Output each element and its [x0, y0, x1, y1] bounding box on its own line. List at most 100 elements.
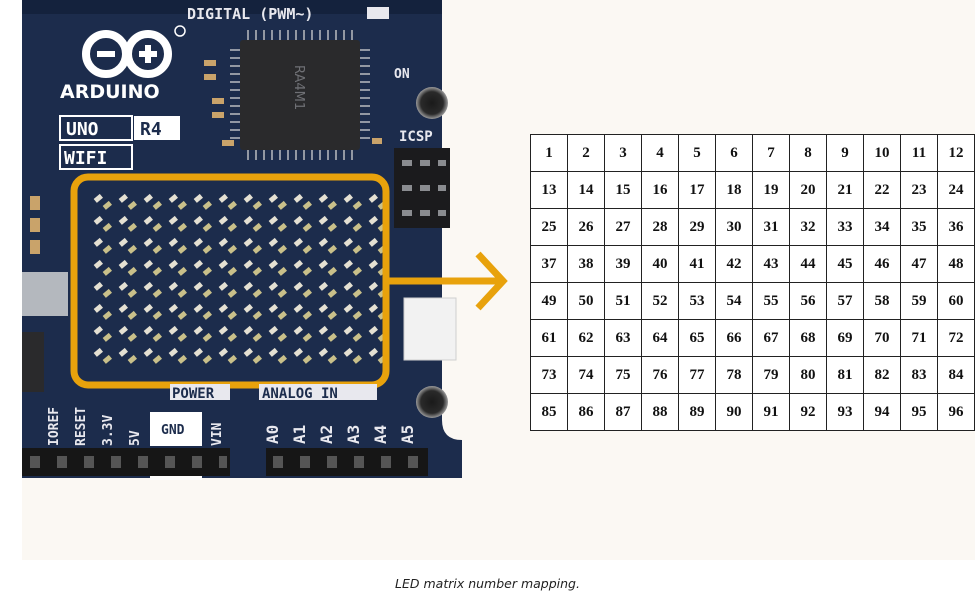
table-cell: 28	[641, 208, 679, 246]
table-cell: 35	[900, 208, 938, 246]
led	[118, 303, 137, 320]
table-cell: 40	[641, 245, 679, 283]
arduino-board-illustration: DIGITAL (PWM~) ARDUINO UNO R4 WIFI	[22, 0, 508, 480]
led	[168, 237, 187, 254]
table-cell: 54	[715, 282, 753, 320]
led	[243, 281, 262, 298]
led	[93, 281, 112, 298]
table-cell: 14	[567, 171, 605, 209]
led	[143, 281, 162, 298]
table-cell: 94	[863, 393, 901, 431]
table-cell: 18	[715, 171, 753, 209]
led	[293, 237, 312, 254]
table-cell: 63	[604, 319, 642, 357]
table-cell: 48	[937, 245, 975, 283]
table-cell: 4	[641, 134, 679, 172]
table-cell: 83	[900, 356, 938, 394]
table-cell: 80	[789, 356, 827, 394]
led	[318, 347, 337, 364]
led	[343, 215, 362, 232]
table-cell: 51	[604, 282, 642, 320]
led	[168, 325, 187, 342]
pin-label-a5: A5	[398, 425, 417, 444]
table-cell: 1	[530, 134, 568, 172]
led	[293, 303, 312, 320]
led	[243, 325, 262, 342]
table-cell: 30	[715, 208, 753, 246]
led	[118, 347, 137, 364]
table-cell: 96	[937, 393, 975, 431]
table-cell: 42	[715, 245, 753, 283]
table-cell: 20	[789, 171, 827, 209]
brand-label: ARDUINO	[60, 81, 160, 103]
led	[268, 303, 287, 320]
table-cell: 91	[752, 393, 790, 431]
led	[268, 259, 287, 276]
table-cell: 86	[567, 393, 605, 431]
qwiic-connector	[403, 297, 457, 361]
pin-label-ioref: IOREF	[47, 407, 62, 446]
led	[268, 281, 287, 298]
table-cell: 55	[752, 282, 790, 320]
pin-label-a4: A4	[371, 425, 390, 444]
digital-header-label: DIGITAL (PWM~)	[187, 5, 313, 23]
led	[293, 215, 312, 232]
led	[93, 325, 112, 342]
icsp-header	[394, 148, 450, 228]
led	[193, 303, 212, 320]
table-cell: 72	[937, 319, 975, 357]
led	[293, 325, 312, 342]
led	[93, 347, 112, 364]
table-cell: 37	[530, 245, 568, 283]
mounting-hole	[416, 87, 448, 119]
table-cell: 81	[826, 356, 864, 394]
led	[118, 325, 137, 342]
table-cell: 74	[567, 356, 605, 394]
led	[193, 193, 212, 210]
table-cell: 11	[900, 134, 938, 172]
led	[318, 237, 337, 254]
led	[143, 193, 162, 210]
led	[243, 193, 262, 210]
table-cell: 9	[826, 134, 864, 172]
table-cell: 17	[678, 171, 716, 209]
variant-label: WIFI	[64, 148, 107, 169]
table-cell: 61	[530, 319, 568, 357]
table-cell: 23	[900, 171, 938, 209]
led	[268, 215, 287, 232]
led	[143, 325, 162, 342]
table-cell: 32	[789, 208, 827, 246]
table-cell: 82	[863, 356, 901, 394]
figure: DIGITAL (PWM~) ARDUINO UNO R4 WIFI	[22, 0, 975, 560]
led	[268, 347, 287, 364]
table-cell: 7	[752, 134, 790, 172]
led	[143, 259, 162, 276]
power-label: POWER	[172, 386, 215, 402]
table-cell: 79	[752, 356, 790, 394]
table-cell: 69	[826, 319, 864, 357]
led	[218, 215, 237, 232]
table-cell: 44	[789, 245, 827, 283]
led	[168, 215, 187, 232]
led	[168, 303, 187, 320]
led	[343, 347, 362, 364]
led	[293, 281, 312, 298]
table-cell: 15	[604, 171, 642, 209]
led	[193, 215, 212, 232]
led	[268, 237, 287, 254]
table-cell: 36	[937, 208, 975, 246]
pin-header	[22, 448, 428, 476]
table-cell: 45	[826, 245, 864, 283]
led	[193, 325, 212, 342]
table-cell: 76	[641, 356, 679, 394]
mounting-hole	[416, 386, 448, 418]
led	[193, 237, 212, 254]
table-cell: 60	[937, 282, 975, 320]
table-cell: 27	[604, 208, 642, 246]
figure-caption: LED matrix number mapping.	[395, 576, 580, 591]
